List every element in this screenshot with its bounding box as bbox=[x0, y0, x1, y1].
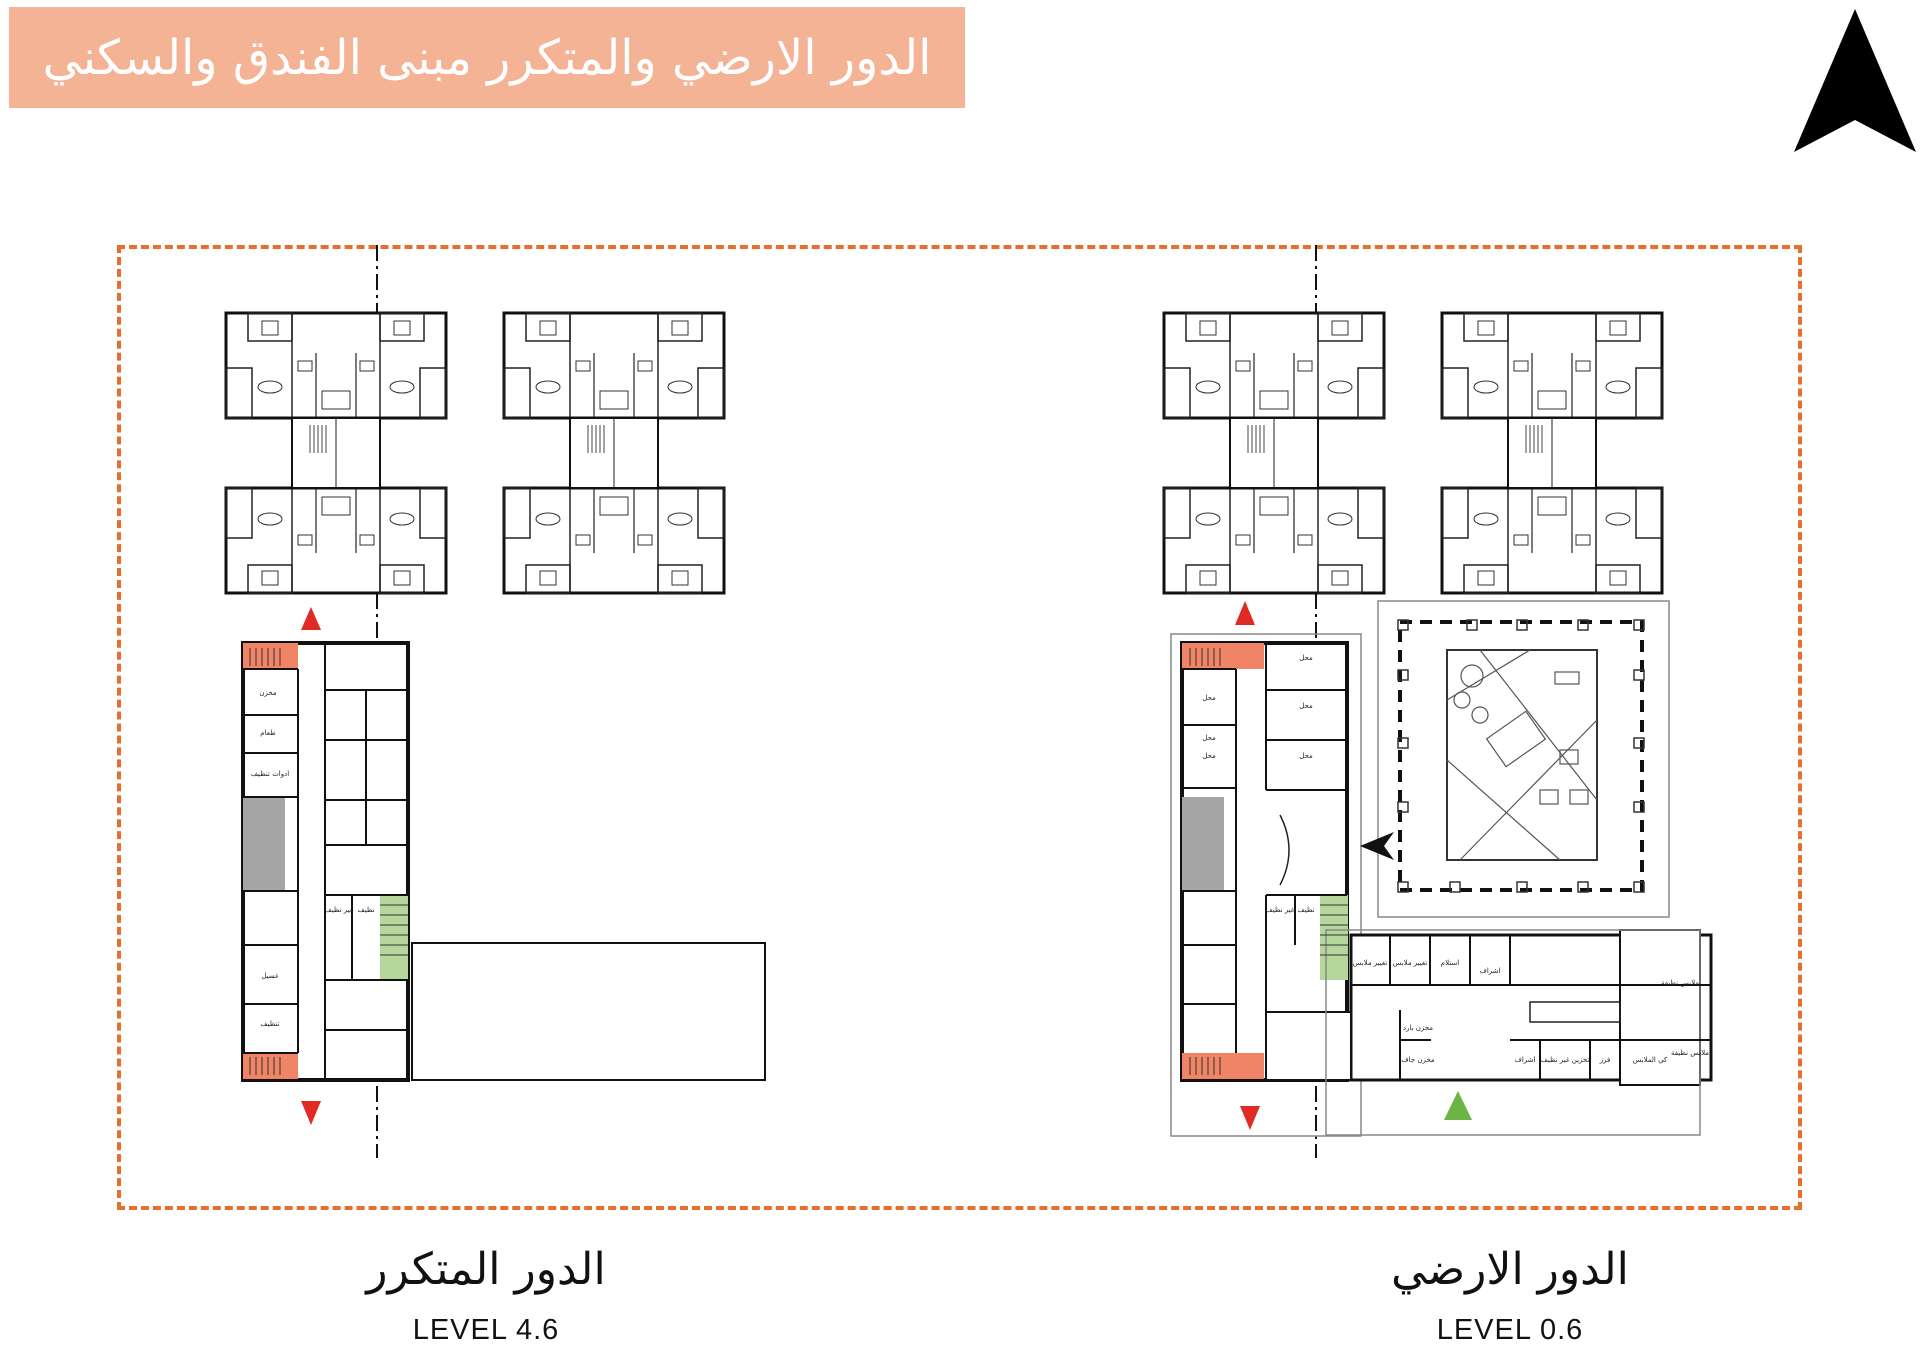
ground-residential-block-2 bbox=[1442, 313, 1662, 593]
exit-arrow-icon bbox=[1240, 1106, 1260, 1130]
room-label: محل bbox=[1202, 694, 1216, 702]
title-banner: الدور الارضي والمتكرر مبنى الفندق والسكن… bbox=[9, 7, 965, 108]
room-label: ملابس نظيفة bbox=[1671, 1049, 1709, 1057]
page-title: الدور الارضي والمتكرر مبنى الفندق والسكن… bbox=[42, 29, 932, 86]
room-label: اشراف bbox=[1515, 1056, 1536, 1064]
room-label: نظيف bbox=[357, 906, 374, 914]
courtyard bbox=[1377, 600, 1670, 918]
room-label: فرز bbox=[1599, 1056, 1611, 1064]
room-label: غسيل bbox=[261, 972, 279, 980]
ground-floor-caption: الدور الارضي bbox=[1391, 1244, 1629, 1295]
ground-residential-block-1 bbox=[1164, 313, 1384, 593]
exit-arrow-icon bbox=[301, 607, 321, 630]
room-label: محل bbox=[1299, 702, 1313, 710]
room-label: ادوات تنظيف bbox=[251, 770, 289, 778]
exit-arrow-icon bbox=[301, 1101, 321, 1125]
typical-floor-caption: الدور المتكرر bbox=[366, 1244, 606, 1295]
room-label: غير نظيف bbox=[325, 906, 354, 914]
site-boundary bbox=[117, 245, 1802, 1210]
room-label: غير نظيف bbox=[1266, 906, 1295, 914]
exit-arrow-icon bbox=[1235, 601, 1255, 625]
room-label: محل bbox=[1299, 752, 1313, 760]
room-label: محل bbox=[1299, 654, 1313, 662]
room-label: مخزن جاف bbox=[1401, 1056, 1434, 1064]
ground-hotel-wing: محل محل محل محل محل محل نظيف غير نظيف تغ… bbox=[1170, 633, 1713, 1137]
room-label: نظيف bbox=[1297, 906, 1314, 914]
main-entrance-arrow-icon bbox=[1360, 832, 1394, 860]
room-label: تغيير ملابس bbox=[1353, 959, 1387, 967]
typical-residential-block-2 bbox=[504, 313, 724, 593]
room-label: طعام bbox=[260, 729, 276, 737]
room-label: تنظيف bbox=[260, 1020, 279, 1028]
room-label: تخزين غير نظيف bbox=[1541, 1056, 1590, 1064]
room-label: محل bbox=[1202, 752, 1216, 760]
entrance-arrow-icon bbox=[1444, 1091, 1472, 1120]
room-label: محل bbox=[1202, 734, 1216, 742]
room-label: استلام bbox=[1441, 959, 1459, 967]
north-arrow-icon bbox=[1794, 9, 1916, 152]
room-label: كي الملابس bbox=[1633, 1056, 1668, 1064]
room-label: اشراف bbox=[1480, 967, 1501, 975]
room-label: تغيير ملابس bbox=[1393, 959, 1427, 967]
room-label: مخزن bbox=[259, 689, 277, 697]
typical-floor-level: LEVEL 4.6 bbox=[412, 1314, 560, 1346]
typical-hotel-wing: مخزن طعام ادوات تنظيف غسيل تنظيف نظيف غي… bbox=[241, 641, 766, 1082]
ground-floor-level: LEVEL 0.6 bbox=[1436, 1314, 1584, 1346]
room-label: مخزن بارد bbox=[1403, 1024, 1433, 1032]
typical-residential-block-1 bbox=[226, 313, 446, 593]
room-label: ملابس نظيفة bbox=[1661, 979, 1699, 987]
